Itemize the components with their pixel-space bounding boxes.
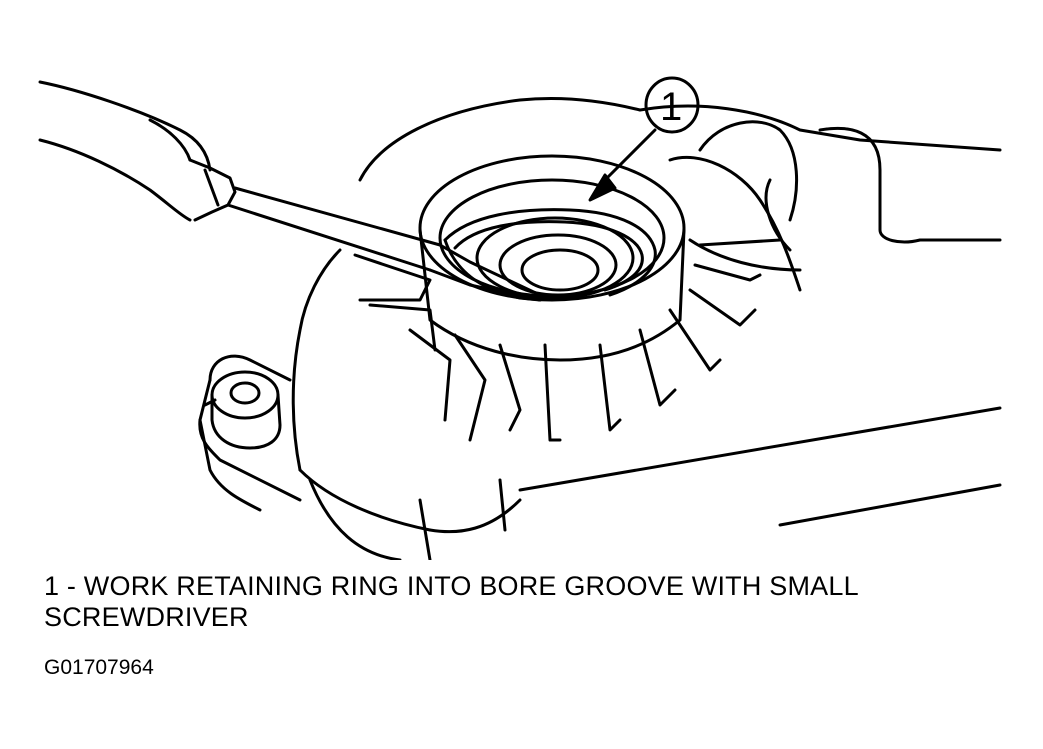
transfer-case-housing <box>198 248 1002 560</box>
housing-ribs <box>353 238 782 442</box>
figure-id: G01707964 <box>44 656 154 679</box>
callout-number: 1 <box>660 85 682 129</box>
bearing-bore <box>418 154 686 362</box>
technical-illustration: 1 <box>38 76 1002 560</box>
caption-line-1: 1 - WORK RETAINING RING INTO BORE GROOVE… <box>44 571 859 601</box>
bolt-boss <box>210 370 282 450</box>
callout-1: 1 <box>588 76 700 202</box>
caption-line-2: SCREWDRIVER <box>44 602 249 632</box>
housing-background <box>358 96 1002 292</box>
screwdriver <box>38 80 542 302</box>
figure-caption: 1 - WORK RETAINING RING INTO BORE GROOVE… <box>44 571 1004 633</box>
